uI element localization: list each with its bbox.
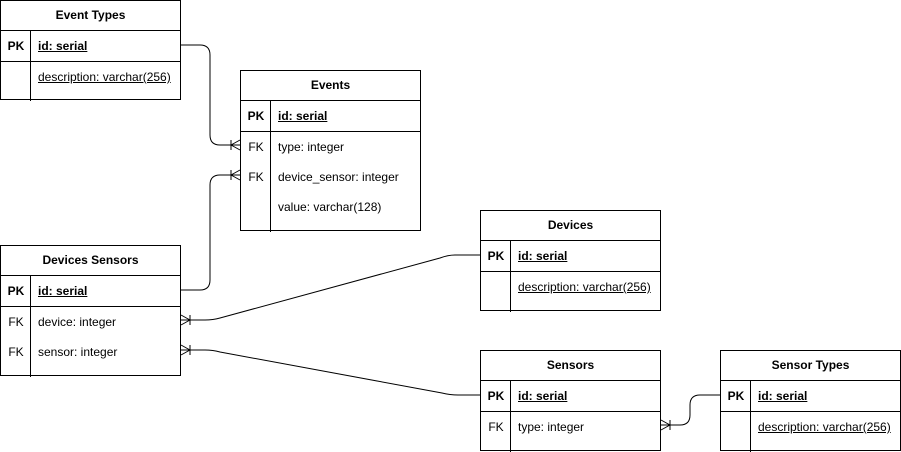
entity-title: Devices: [481, 211, 660, 241]
entity-sensors[interactable]: Sensors PK id: serial FK type: integer: [480, 350, 661, 452]
attribute-field: description: varchar(256): [758, 420, 891, 434]
attribute-list: description: varchar(256): [1, 62, 180, 101]
key-column: [721, 412, 751, 452]
attribute-row[interactable]: FK type: integer: [241, 132, 420, 162]
key-cell: PK: [1, 31, 31, 61]
fk-label: FK: [8, 315, 24, 329]
attribute-list: FK type: integer: [481, 412, 660, 452]
primary-key-row[interactable]: PK id: serial: [481, 241, 660, 272]
pk-label: PK: [7, 284, 25, 298]
crows-foot-icon: [180, 314, 191, 326]
attribute-row[interactable]: value: varchar(128): [241, 192, 420, 222]
attribute-list: FK type: integer FK device_sensor: integ…: [241, 132, 420, 232]
attribute-row[interactable]: FK sensor: integer: [1, 337, 180, 367]
relationship-line-devices-devices-sensors[interactable]: [181, 254, 480, 321]
attribute-field: type: integer: [278, 140, 345, 154]
entity-events[interactable]: Events PK id: serial FK type: integer FK…: [240, 70, 421, 232]
entity-sensor-types[interactable]: Sensor Types PK id: serial description: …: [720, 350, 901, 452]
entity-devices-sensors[interactable]: Devices Sensors PK id: serial FK device:…: [0, 245, 181, 377]
attribute-field: device_sensor: integer: [278, 170, 399, 184]
pk-field: id: serial: [518, 249, 568, 263]
entity-title: Event Types: [1, 1, 180, 31]
pk-field: id: serial: [38, 39, 88, 53]
entity-title: Sensor Types: [721, 351, 900, 381]
primary-key-row[interactable]: PK id: serial: [481, 381, 660, 412]
key-column: [241, 132, 271, 232]
pk-label: PK: [487, 389, 505, 403]
pk-label: PK: [487, 249, 505, 263]
fk-label: FK: [248, 170, 264, 184]
pk-field: id: serial: [38, 284, 88, 298]
pk-field: id: serial: [758, 389, 808, 403]
crows-foot-icon: [180, 344, 191, 356]
attribute-row[interactable]: description: varchar(256): [1, 62, 180, 92]
key-column: [481, 412, 511, 452]
relationship-line-sensor-types-sensors[interactable]: [661, 394, 720, 426]
relationship-line-sensors-devices-sensors[interactable]: [181, 349, 480, 396]
attribute-row[interactable]: FK type: integer: [481, 412, 660, 442]
entity-event-types[interactable]: Event Types PK id: serial description: v…: [0, 0, 181, 101]
attribute-list: description: varchar(256): [481, 272, 660, 312]
key-cell: PK: [721, 381, 751, 411]
attribute-field: sensor: integer: [38, 345, 118, 359]
key-column: [1, 307, 31, 377]
attribute-list: FK device: integer FK sensor: integer: [1, 307, 180, 377]
attribute-field: device: integer: [38, 315, 117, 329]
crows-foot-icon: [230, 169, 241, 181]
entity-title: Sensors: [481, 351, 660, 381]
fk-label: FK: [488, 420, 504, 434]
attribute-row[interactable]: FK device_sensor: integer: [241, 162, 420, 192]
entity-title: Events: [241, 71, 420, 101]
fk-label: FK: [248, 140, 264, 154]
attribute-list: description: varchar(256): [721, 412, 900, 452]
attribute-row[interactable]: description: varchar(256): [481, 272, 660, 302]
attribute-row[interactable]: description: varchar(256): [721, 412, 900, 442]
key-column: [481, 272, 511, 312]
key-cell: PK: [481, 381, 511, 411]
attribute-field: description: varchar(256): [38, 70, 171, 84]
key-cell: PK: [1, 276, 31, 306]
primary-key-row[interactable]: PK id: serial: [1, 276, 180, 307]
key-column: [1, 62, 31, 101]
pk-field: id: serial: [278, 109, 328, 123]
crows-foot-icon: [660, 419, 671, 431]
attribute-field: value: varchar(128): [278, 200, 382, 214]
pk-field: id: serial: [518, 389, 568, 403]
pk-label: PK: [247, 109, 265, 123]
key-cell: PK: [241, 101, 271, 131]
attribute-field: type: integer: [518, 420, 585, 434]
crows-foot-icon: [230, 139, 241, 151]
attribute-field: description: varchar(256): [518, 280, 651, 294]
entity-title: Devices Sensors: [1, 246, 180, 276]
pk-label: PK: [727, 389, 745, 403]
relationship-line-event-types-events[interactable]: [181, 44, 240, 146]
primary-key-row[interactable]: PK id: serial: [721, 381, 900, 412]
pk-label: PK: [7, 39, 25, 53]
entity-devices[interactable]: Devices PK id: serial description: varch…: [480, 210, 661, 312]
key-cell: PK: [481, 241, 511, 271]
fk-label: FK: [8, 345, 24, 359]
primary-key-row[interactable]: PK id: serial: [1, 31, 180, 62]
primary-key-row[interactable]: PK id: serial: [241, 101, 420, 132]
attribute-row[interactable]: FK device: integer: [1, 307, 180, 337]
relationship-line-devices-sensors-events[interactable]: [181, 174, 240, 291]
